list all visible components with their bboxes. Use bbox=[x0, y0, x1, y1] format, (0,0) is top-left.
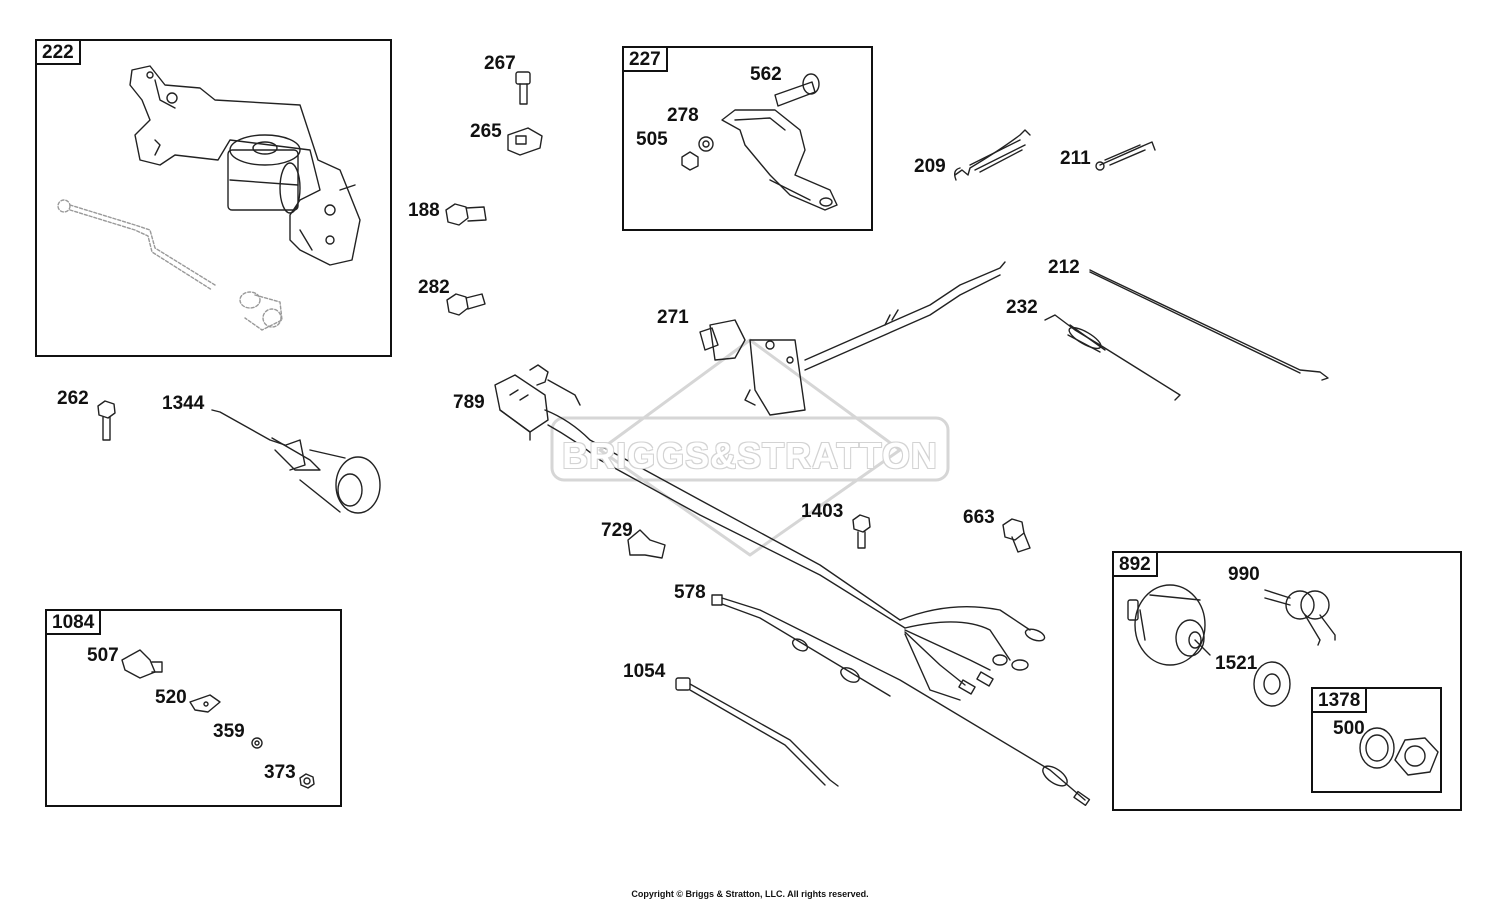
part-label-578: 578 bbox=[674, 582, 706, 603]
part-label-663: 663 bbox=[963, 507, 995, 528]
wiring-harness-789 bbox=[494, 364, 1046, 701]
assembly-227-label: 227 bbox=[622, 46, 668, 72]
part-label-373: 373 bbox=[264, 762, 296, 783]
assembly-1084-label: 1084 bbox=[45, 609, 102, 635]
washer-359 bbox=[251, 737, 263, 749]
part-label-729: 729 bbox=[601, 520, 633, 541]
part-label-507: 507 bbox=[87, 645, 119, 666]
part-label-789: 789 bbox=[453, 392, 485, 413]
screw-1403 bbox=[852, 514, 871, 549]
spring-211 bbox=[1095, 141, 1156, 171]
assembly-1084-frame bbox=[45, 609, 342, 807]
bolt-188 bbox=[445, 203, 487, 226]
part-label-232: 232 bbox=[1006, 297, 1038, 318]
governor-link-222 bbox=[57, 199, 283, 331]
part-label-1521: 1521 bbox=[1215, 653, 1258, 674]
part-label-1403: 1403 bbox=[801, 501, 844, 522]
brand-watermark-text: BRIGGS&STRATTON bbox=[562, 435, 938, 476]
assembly-892-label: 892 bbox=[1112, 551, 1158, 577]
part-label-500: 500 bbox=[1333, 718, 1365, 739]
part-label-262: 262 bbox=[57, 388, 89, 409]
switch-507 bbox=[121, 649, 163, 679]
part-label-267: 267 bbox=[484, 53, 516, 74]
clip-729 bbox=[627, 529, 666, 559]
choke-knob-1344 bbox=[211, 409, 381, 514]
assembly-1378-frame bbox=[1311, 687, 1442, 793]
part-label-359: 359 bbox=[213, 721, 245, 742]
clip-265 bbox=[507, 127, 543, 156]
ignition-switch-892 bbox=[1127, 584, 1211, 666]
spring-232 bbox=[1044, 314, 1181, 401]
part-label-212: 212 bbox=[1048, 257, 1080, 278]
brand-watermark-logo bbox=[550, 338, 950, 557]
bracket-520 bbox=[189, 694, 221, 713]
part-label-211: 211 bbox=[1060, 148, 1091, 169]
part-label-271: 271 bbox=[657, 307, 689, 328]
governor-bracket-222 bbox=[129, 65, 361, 266]
part-label-990: 990 bbox=[1228, 564, 1260, 585]
throttle-bracket-227 bbox=[681, 73, 838, 211]
keys-990 bbox=[1264, 589, 1336, 646]
bolt-663 bbox=[1002, 518, 1031, 553]
assembly-222-label: 222 bbox=[35, 39, 81, 65]
part-label-188: 188 bbox=[408, 200, 440, 221]
bolt-262 bbox=[97, 400, 116, 441]
rod-212 bbox=[1089, 269, 1329, 381]
bolt-282 bbox=[446, 293, 486, 316]
screw-267 bbox=[515, 71, 531, 105]
throttle-control-271 bbox=[699, 261, 1006, 416]
spring-209 bbox=[953, 129, 1031, 181]
assembly-227-frame bbox=[622, 46, 873, 231]
part-label-282: 282 bbox=[418, 277, 450, 298]
part-label-562: 562 bbox=[750, 64, 782, 85]
copyright-notice: Copyright © Briggs & Stratton, LLC. All … bbox=[631, 889, 869, 899]
wire-578 bbox=[711, 594, 1091, 806]
part-label-1054: 1054 bbox=[623, 661, 666, 682]
cable-tie-1054 bbox=[675, 677, 839, 787]
part-label-209: 209 bbox=[914, 156, 946, 177]
part-label-1344: 1344 bbox=[162, 393, 205, 414]
part-label-520: 520 bbox=[155, 687, 187, 708]
lock-washer-500 bbox=[1359, 727, 1395, 769]
assembly-892-frame bbox=[1112, 551, 1462, 811]
assembly-222-frame bbox=[35, 39, 392, 357]
assembly-1378-label: 1378 bbox=[1311, 687, 1368, 713]
part-label-505: 505 bbox=[636, 129, 668, 150]
bezel-1521 bbox=[1253, 661, 1291, 707]
nut-373 bbox=[299, 773, 315, 789]
nut-1378 bbox=[1394, 737, 1439, 776]
part-label-265: 265 bbox=[470, 121, 502, 142]
part-label-278: 278 bbox=[667, 105, 699, 126]
